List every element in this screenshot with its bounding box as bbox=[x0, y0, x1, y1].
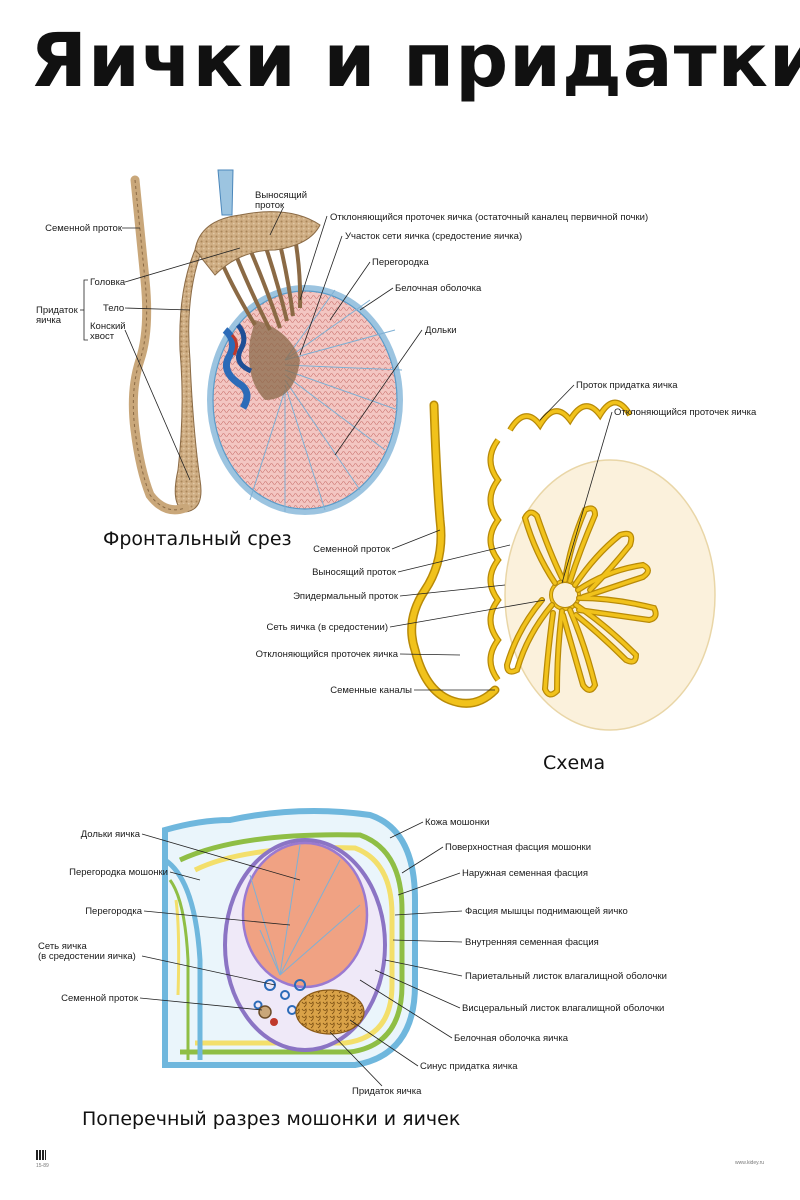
label-schema-epidermalny: Эпидермальный проток bbox=[293, 591, 398, 602]
label-cross-peregorodka: Перегородка bbox=[85, 906, 142, 917]
frontal-section-title: Фронтальный срез bbox=[103, 528, 292, 550]
label-schema-set: Сеть яичка (в средостении) bbox=[266, 622, 388, 633]
label-cross-kozha: Кожа мошонки bbox=[425, 817, 490, 828]
cross-section-title: Поперечный разрез мошонки и яичек bbox=[82, 1108, 461, 1130]
label-schema-vynosyashchiy: Выносящий проток bbox=[312, 567, 396, 578]
label-otklon: Отклоняющийся проточек яичка (остаточный… bbox=[330, 212, 649, 223]
poster-website: www.kidey.ru bbox=[735, 1160, 765, 1166]
label-cross-semennoy: Семенной проток bbox=[61, 993, 138, 1004]
label-cross-sinus: Синус придатка яичка bbox=[420, 1061, 518, 1072]
label-konskiy-2: хвост bbox=[90, 331, 115, 342]
label-cross-dolki: Дольки яичка bbox=[80, 829, 140, 840]
label-semennoy-protok: Семенной проток bbox=[45, 223, 122, 234]
cross-section-art bbox=[162, 808, 418, 1068]
frontal-section-art bbox=[128, 169, 403, 515]
label-cross-pridatok: Придаток яичка bbox=[352, 1086, 422, 1097]
label-schema-otklon2: Отклоняющийся проточек яичка bbox=[255, 649, 398, 660]
label-cross-set-1: Сеть яичка bbox=[38, 941, 87, 952]
label-cross-fasciya-myshcy: Фасция мышцы поднимающей яичко bbox=[465, 906, 628, 917]
label-cross-parietalny: Париетальный листок влагалищной оболочки bbox=[465, 971, 667, 982]
label-schema-semennye-kanaly: Семенные каналы bbox=[330, 685, 412, 696]
label-pridatok-2: яичка bbox=[36, 315, 62, 326]
label-schema-semennoy: Семенной проток bbox=[313, 544, 390, 555]
label-cross-set-2: (в средостении яичка) bbox=[38, 951, 136, 962]
label-cross-visceralny: Висцеральный листок влагалищной оболочки bbox=[462, 1003, 665, 1014]
label-pridatok-1: Придаток bbox=[36, 305, 78, 316]
leader-lines bbox=[80, 207, 613, 1087]
label-dolki: Дольки bbox=[425, 325, 457, 336]
label-cross-vnutrennyaya: Внутренняя семенная фасция bbox=[465, 937, 599, 948]
label-uchastok-seti: Участок сети яичка (средостение яичка) bbox=[345, 231, 523, 242]
poster-code: 15-89 bbox=[36, 1163, 49, 1169]
label-cross-naruzhnaya: Наружная семенная фасция bbox=[462, 868, 588, 879]
label-golovka: Головка bbox=[90, 277, 126, 288]
label-schema-otklon: Отклоняющийся проточек яичка bbox=[614, 407, 757, 418]
schema-art bbox=[407, 399, 716, 731]
label-peregorodka: Перегородка bbox=[372, 257, 429, 268]
label-telo: Тело bbox=[103, 303, 125, 314]
qr-code-icon bbox=[36, 1150, 46, 1160]
label-vynosyashchiy-2: проток bbox=[255, 200, 285, 211]
label-cross-belochnaya: Белочная оболочка яичка bbox=[454, 1033, 568, 1044]
label-konskiy-1: Конский bbox=[90, 321, 126, 332]
label-belochnaya: Белочная оболочка bbox=[395, 283, 482, 294]
page-title: Яички и придатки bbox=[30, 18, 800, 104]
schema-title: Схема bbox=[543, 752, 606, 774]
label-protok-pridatka: Проток придатка яичка bbox=[576, 380, 678, 391]
label-vynosyashchiy-1: Выносящий bbox=[255, 190, 308, 201]
label-cross-poverkhnostnaya: Поверхностная фасция мошонки bbox=[445, 842, 592, 853]
label-cross-peregorodka-moshonki: Перегородка мошонки bbox=[69, 867, 168, 878]
